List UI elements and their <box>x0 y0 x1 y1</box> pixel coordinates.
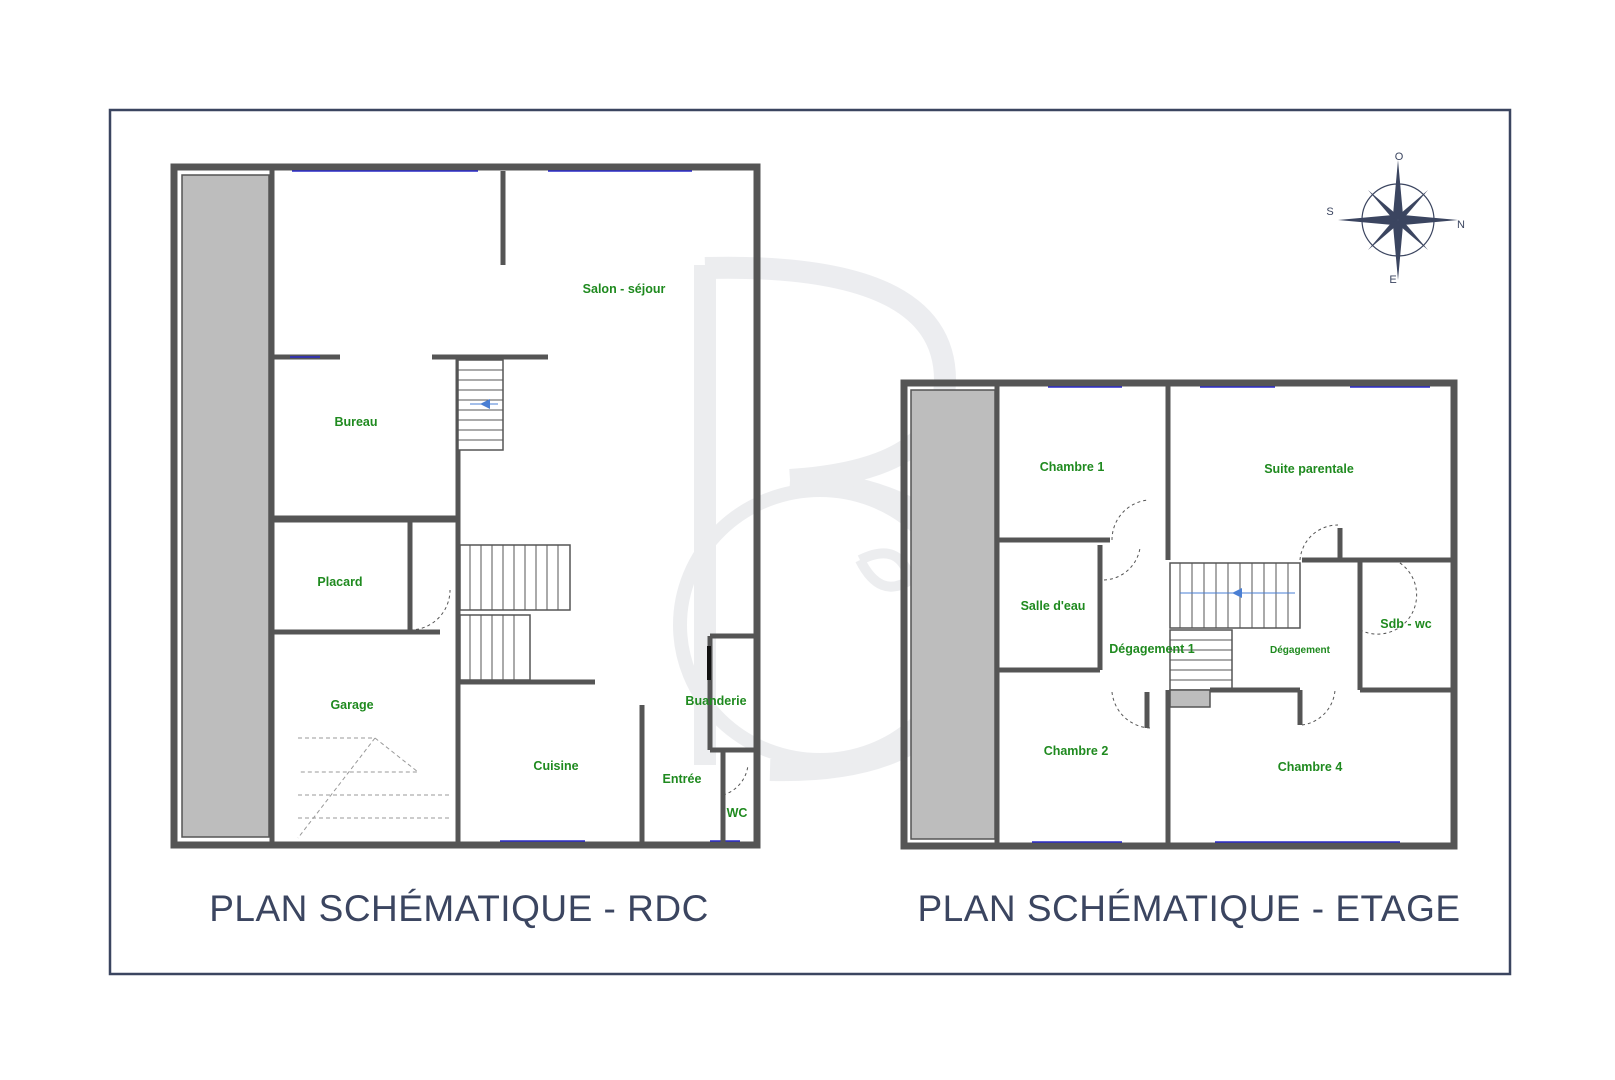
room-label-suite-parentale: Suite parentale <box>1264 462 1354 476</box>
etage-stair-upper <box>1169 562 1301 629</box>
room-label-garage: Garage <box>330 698 373 712</box>
room-label-salle-eau: Salle d'eau <box>1021 599 1086 613</box>
compass-label-south: S <box>1326 206 1333 218</box>
plan-etage <box>900 379 1458 850</box>
rdc-stair-middle <box>459 544 571 611</box>
rdc-grey-strip <box>181 174 270 838</box>
room-label-wc: WC <box>727 806 748 820</box>
compass-label-north: N <box>1457 219 1465 231</box>
etage-grey-strip <box>910 389 996 840</box>
room-label-entree: Entrée <box>663 772 702 786</box>
rdc-outer-wall <box>170 163 761 849</box>
compass-rose-icon <box>1338 160 1458 280</box>
room-label-placard: Placard <box>317 575 362 589</box>
room-label-buanderie: Buanderie <box>685 694 746 708</box>
room-label-bureau: Bureau <box>334 415 377 429</box>
room-label-degagement: Dégagement <box>1270 645 1331 656</box>
room-label-degagement-1: Dégagement 1 <box>1109 642 1194 656</box>
rdc-stair-upper <box>457 359 504 451</box>
room-label-sdb-wc: Sdb - wc <box>1380 617 1431 631</box>
compass-label-east: E <box>1389 274 1396 286</box>
plan-title-etage: PLAN SCHÉMATIQUE - ETAGE <box>917 888 1460 929</box>
plan-title-rdc: PLAN SCHÉMATIQUE - RDC <box>209 888 709 929</box>
compass-label-west: O <box>1395 151 1404 163</box>
room-label-chambre-2: Chambre 2 <box>1044 744 1109 758</box>
garage-door <box>297 737 450 839</box>
sheet-border <box>108 108 1512 976</box>
plan-rdc <box>170 163 761 849</box>
etage-outer-wall <box>900 379 1458 850</box>
room-label-chambre-1: Chambre 1 <box>1040 460 1105 474</box>
room-label-cuisine: Cuisine <box>533 759 578 773</box>
rdc-stair-lower <box>459 614 531 681</box>
room-label-chambre-4: Chambre 4 <box>1278 760 1343 774</box>
room-label-salon: Salon - séjour <box>583 282 666 296</box>
